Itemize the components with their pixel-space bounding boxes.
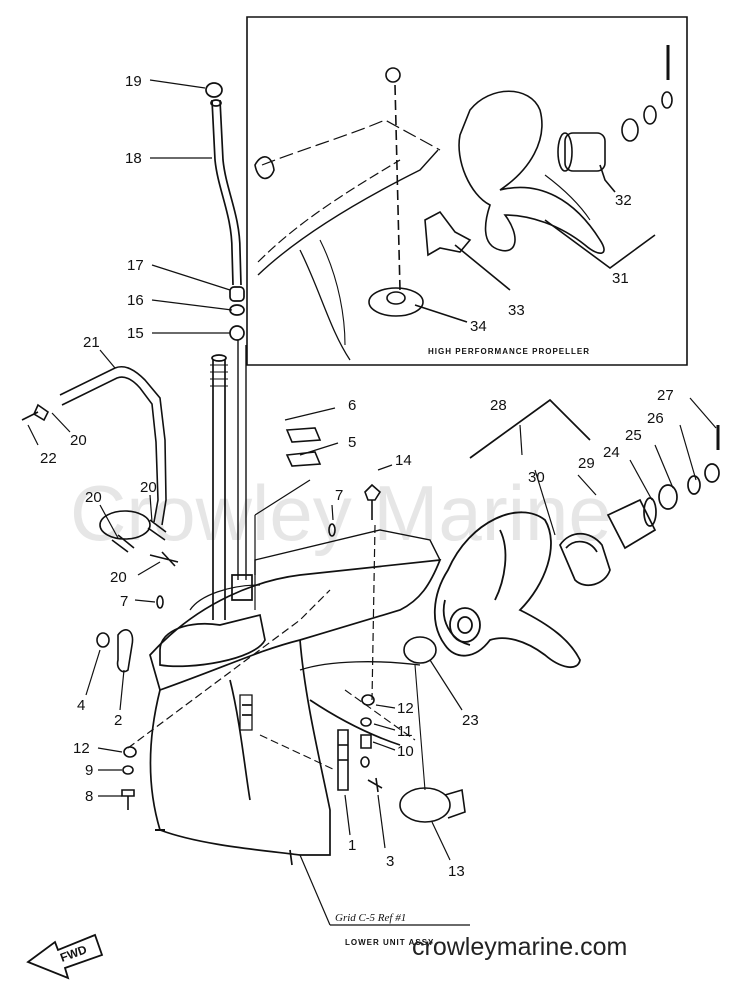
- callout-26: 26: [647, 410, 664, 427]
- callout-5: 5: [348, 434, 356, 451]
- website-url: crowleymarine.com: [412, 933, 627, 961]
- inset-border: [247, 17, 687, 365]
- callout-labels: 19 18 17 16 15 21 20 22 20 20 20 7 7 6 5…: [40, 73, 674, 880]
- callout-13: 13: [448, 863, 465, 880]
- callout-19: 19: [125, 73, 142, 90]
- callout-3: 3: [386, 853, 394, 870]
- callout-16: 16: [127, 292, 144, 309]
- shift-rod: [206, 83, 252, 600]
- callout-20-mid: 20: [140, 479, 157, 496]
- drive-shaft: [210, 355, 228, 620]
- inset-panel: [247, 17, 687, 365]
- callout-18: 18: [125, 150, 142, 167]
- callout-33: 33: [508, 302, 525, 319]
- callout-17: 17: [127, 257, 144, 274]
- inset-propeller: [459, 91, 604, 253]
- lower-unit-housing: [150, 530, 440, 865]
- callout-12-left: 12: [73, 740, 90, 757]
- grid-reference: Grid C-5 Ref #1: [335, 912, 406, 924]
- callout-11: 11: [397, 723, 413, 740]
- callout-29: 29: [578, 455, 595, 472]
- inset-caption: HIGH PERFORMANCE PROPELLER: [428, 347, 590, 356]
- callout-8: 8: [85, 788, 93, 805]
- assembly-name: LOWER UNIT ASSY: [345, 938, 434, 947]
- callout-34: 34: [470, 318, 487, 335]
- water-tube: [60, 367, 166, 539]
- prop-hardware: [470, 400, 719, 585]
- callout-12-right: 12: [397, 700, 414, 717]
- callout-20-top: 20: [70, 432, 87, 449]
- hardware-parts: [22, 405, 465, 822]
- callout-27: 27: [657, 387, 674, 404]
- callout-7-left: 7: [120, 593, 128, 610]
- callout-4: 4: [77, 697, 85, 714]
- callout-24: 24: [603, 444, 620, 461]
- callout-10: 10: [397, 743, 414, 760]
- callout-28: 28: [490, 397, 507, 414]
- callout-20-left: 20: [85, 489, 102, 506]
- callout-23: 23: [462, 712, 479, 729]
- callout-31: 31: [612, 270, 629, 287]
- propeller: [435, 512, 580, 667]
- callout-14: 14: [395, 452, 412, 469]
- fwd-arrow-icon: [28, 935, 102, 978]
- callout-1: 1: [348, 837, 356, 854]
- callout-15: 15: [127, 325, 144, 342]
- callout-20-low: 20: [110, 569, 127, 586]
- callout-7-right: 7: [335, 487, 343, 504]
- callout-22: 22: [40, 450, 57, 467]
- callout-2: 2: [114, 712, 122, 729]
- callout-25: 25: [625, 427, 642, 444]
- callout-21: 21: [83, 334, 100, 351]
- callout-leaders: [28, 80, 716, 925]
- callout-6: 6: [348, 397, 356, 414]
- callout-9: 9: [85, 762, 93, 779]
- callout-30: 30: [528, 469, 545, 486]
- callout-32: 32: [615, 192, 632, 209]
